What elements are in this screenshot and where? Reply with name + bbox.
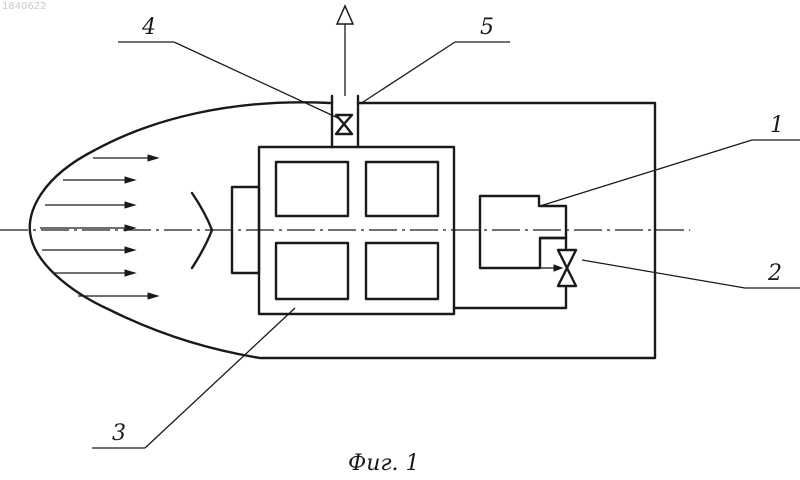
- document-id: 1840622: [2, 1, 47, 12]
- figure-caption: Фиг. 1: [348, 451, 420, 476]
- valve-4: [336, 115, 352, 134]
- piping: [454, 238, 566, 308]
- label-1: 1: [770, 113, 784, 138]
- leader-5: [360, 42, 510, 104]
- label-3: 3: [112, 421, 126, 446]
- label-5: 5: [480, 15, 494, 40]
- leader-1: [540, 140, 800, 206]
- unit-1: [480, 196, 566, 268]
- label-2: 2: [767, 261, 782, 286]
- label-4: 4: [141, 15, 156, 40]
